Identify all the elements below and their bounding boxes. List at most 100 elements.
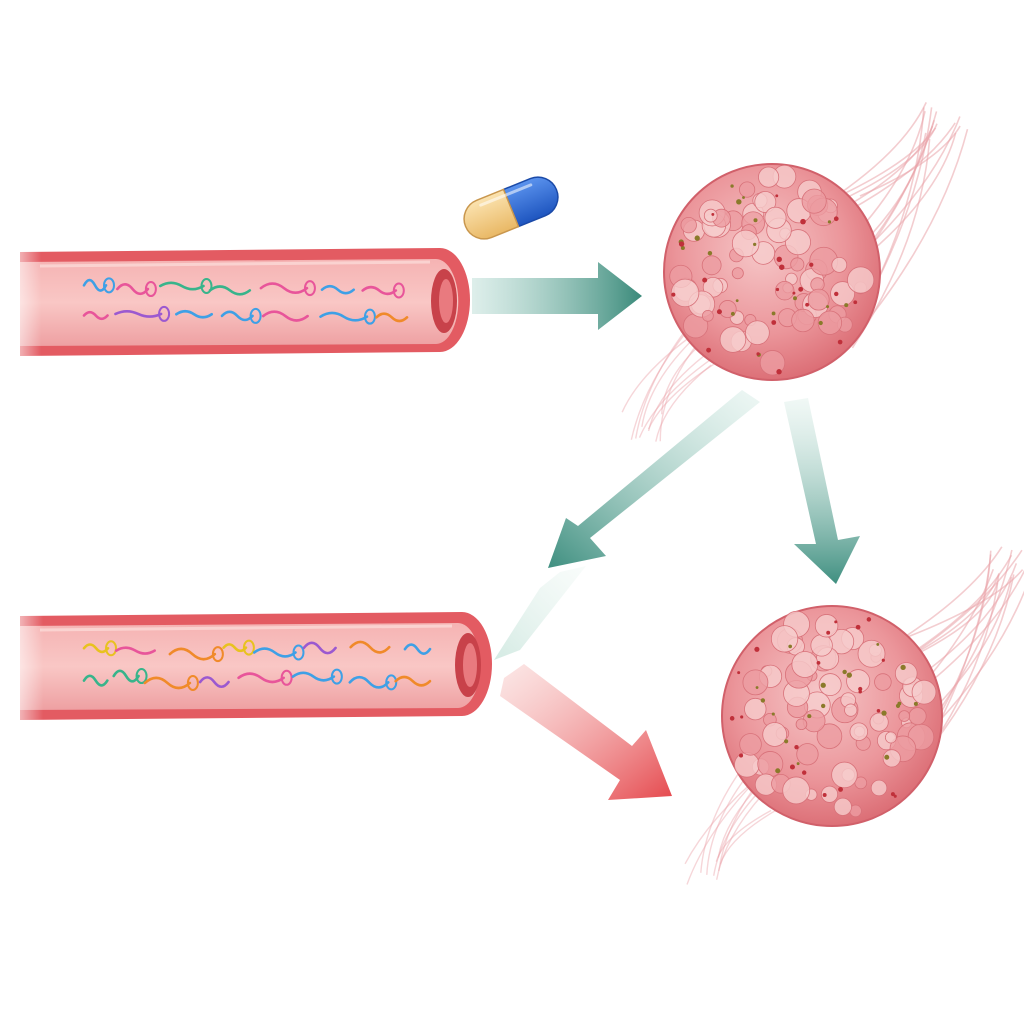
tumor-speck [853,300,858,305]
tumor-nodule [846,669,871,694]
tumor-nodule [802,709,826,733]
tumor-nodule [831,256,848,273]
tumor-nodule [742,669,769,696]
tumor-speck [771,320,777,325]
tumor-speck [753,218,758,223]
tumor-speck [822,793,827,798]
tumor-nodule [816,723,843,749]
tumor-nodule [791,308,815,333]
tumor-speck [794,744,799,750]
tissue-fiber [861,132,957,261]
tumor-speck [735,299,739,303]
tumor-speck [897,701,902,706]
tumor-speck [834,291,839,297]
tumor-nodule [745,320,770,345]
tumor-speck [798,286,804,292]
tissue-fiber [647,359,721,430]
tumor-speck [678,241,685,247]
tumor-speck [737,671,741,675]
tissue-fiber [659,340,701,442]
tumor-speck [730,311,735,316]
arrow-tumor-to-tumor [784,398,860,584]
tumor-nodule [884,731,897,744]
tumor-nodule [790,257,805,272]
tumor-nodule [784,229,811,256]
tumor-speck [816,661,821,665]
tumor-nodule [680,216,697,234]
tumor-nodule [810,634,833,657]
tumor-nodule [833,797,852,816]
arrow-vessel-to-tumor [472,262,642,330]
tumor-speck [881,658,885,662]
tumor-nodule [857,639,886,668]
tumor-nodule [701,255,722,276]
tumor-speck [820,682,826,688]
arrow-faded-connector [494,566,586,660]
tumor-nodules-top [669,164,875,376]
tumor-nodule [719,326,747,353]
blood-vessel-top [0,240,470,364]
tumor-speck [793,296,797,301]
tumor-nodule [762,722,788,747]
tissue-fiber [909,574,1000,658]
tumor-speck [893,794,897,798]
tumor-speck [881,710,887,716]
tumor-nodule [911,679,937,705]
tumor-nodule [830,281,856,307]
tumor-speck [776,256,782,262]
tumor-speck [838,786,843,792]
tumor-speck [890,792,895,797]
tumor-nodule [770,625,799,653]
tumor-nodule [844,703,858,717]
tumor-nodule [739,733,762,756]
tumor-nodule [796,743,819,766]
tumor-speck [740,715,744,719]
tumor-speck [876,709,881,713]
tumor-nodule [775,280,795,301]
tumor-speck [753,242,757,247]
tumor-nodule [894,662,918,685]
arrow-vessel-to-tumor-red [500,664,672,800]
tumor-nodule [882,749,901,768]
blood-vessel-bottom [0,604,492,728]
tumor-speck [833,216,839,222]
tumor-speck [820,703,826,709]
tumor-speck [807,714,812,719]
tumor-speck [702,277,708,283]
tumor-nodule [814,614,839,638]
tumor-speck [771,712,775,716]
tumor-speck [858,686,863,692]
tumor-speck [876,642,880,646]
tumor-speck [826,630,831,635]
tumor-speck [671,292,676,297]
tumor-nodule [739,181,756,198]
tumor-nodule [731,267,744,280]
tumor-nodule [869,712,889,732]
tumor-speck [789,764,795,770]
tumor-nodule [744,697,767,721]
tumor-speck [826,305,830,309]
tumor-speck [913,701,918,706]
tissue-fiber [655,364,712,442]
tumor-speck [716,309,722,315]
tumor-speck [706,347,712,353]
tumor-speck [801,770,807,775]
tumor-speck [900,664,906,671]
tumor-speck [707,250,713,256]
tumor-speck [805,302,810,307]
tissue-fiber [915,563,1018,680]
tumor-speck [729,716,735,721]
tumor-nodule [758,166,780,188]
tumor-nodule [754,191,777,213]
tumor-speck [855,624,861,630]
tumor-nodule [849,722,869,741]
tumor-speck [754,646,760,652]
tumor-nodule [801,188,827,214]
tumor-nodule [817,310,843,335]
arrow-tumor-to-vessel [548,390,760,568]
tumor-speck [844,303,849,308]
tumor-nodule [874,673,892,691]
tumor-speck [818,320,823,326]
tumor-speck [779,264,785,270]
tumor-speck [827,220,832,224]
